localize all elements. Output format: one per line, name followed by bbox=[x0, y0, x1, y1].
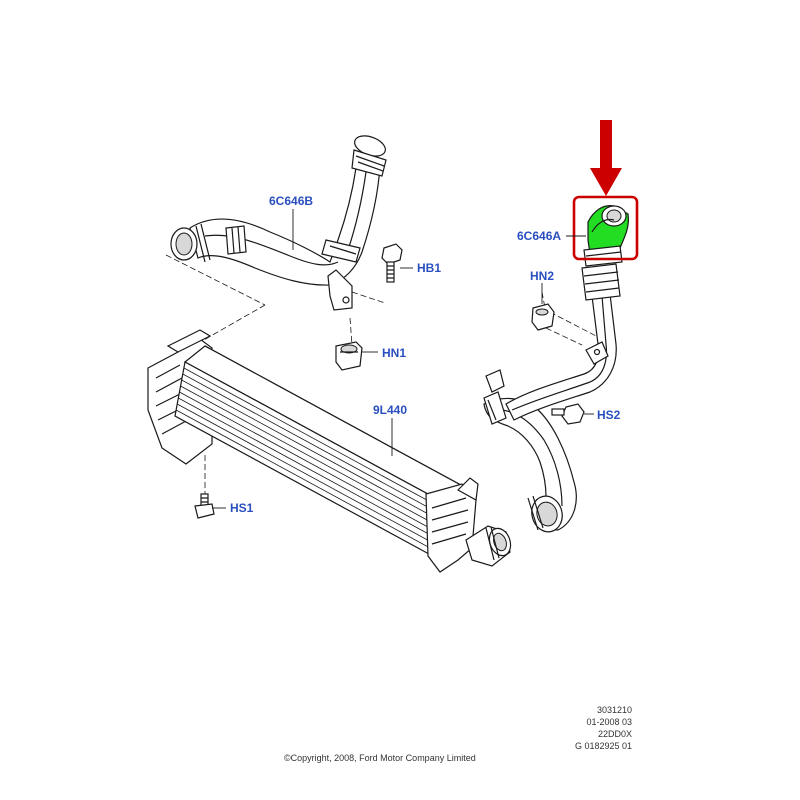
intercooler-fin-line bbox=[181, 379, 447, 525]
intercooler-fin-line bbox=[177, 403, 443, 549]
label-6c646b: 6C646B bbox=[269, 194, 313, 208]
label-hs2: HS2 bbox=[597, 408, 621, 422]
reference-line-1: 3031210 bbox=[597, 705, 632, 715]
intercooler-fin-line bbox=[180, 385, 446, 531]
right-pipe-drawing bbox=[505, 263, 621, 421]
reference-line-3: 22DD0X bbox=[598, 729, 632, 739]
label-hn2: HN2 bbox=[530, 269, 554, 283]
reference-line-4: G 0182925 01 bbox=[575, 741, 632, 751]
nut-hn1-drawing bbox=[335, 341, 363, 371]
red-arrow-icon bbox=[590, 120, 622, 196]
leader-lines bbox=[212, 209, 594, 509]
intercooler-fin-line bbox=[182, 373, 448, 519]
bolt-hs2-drawing bbox=[551, 403, 585, 425]
bolt-hb1-drawing bbox=[381, 243, 403, 283]
bolt-hs1-drawing bbox=[194, 493, 215, 519]
label-9l440: 9L440 bbox=[373, 403, 407, 417]
intercooler-fin-line bbox=[179, 391, 445, 537]
reference-block: 3031210 01-2008 03 22DD0X G 0182925 01 bbox=[575, 705, 632, 751]
intercooler-fin-line bbox=[175, 409, 442, 555]
label-hb1: HB1 bbox=[417, 261, 441, 275]
intercooler-fins bbox=[175, 367, 450, 555]
hose-6c646a-highlight bbox=[572, 195, 639, 267]
nut-hn2-drawing bbox=[531, 303, 555, 331]
hose-6c646b-drawing bbox=[170, 135, 387, 311]
intercooler-9l440-drawing bbox=[147, 329, 512, 573]
label-hn1: HN1 bbox=[382, 346, 406, 360]
reference-line-2: 01-2008 03 bbox=[586, 717, 632, 727]
intercooler-fin-line bbox=[183, 367, 450, 513]
intercooler-fin-line bbox=[178, 397, 444, 543]
label-hs1: HS1 bbox=[230, 501, 254, 515]
label-6c646a: 6C646A bbox=[517, 229, 561, 243]
copyright-text: ©Copyright, 2008, Ford Motor Company Lim… bbox=[284, 753, 476, 763]
